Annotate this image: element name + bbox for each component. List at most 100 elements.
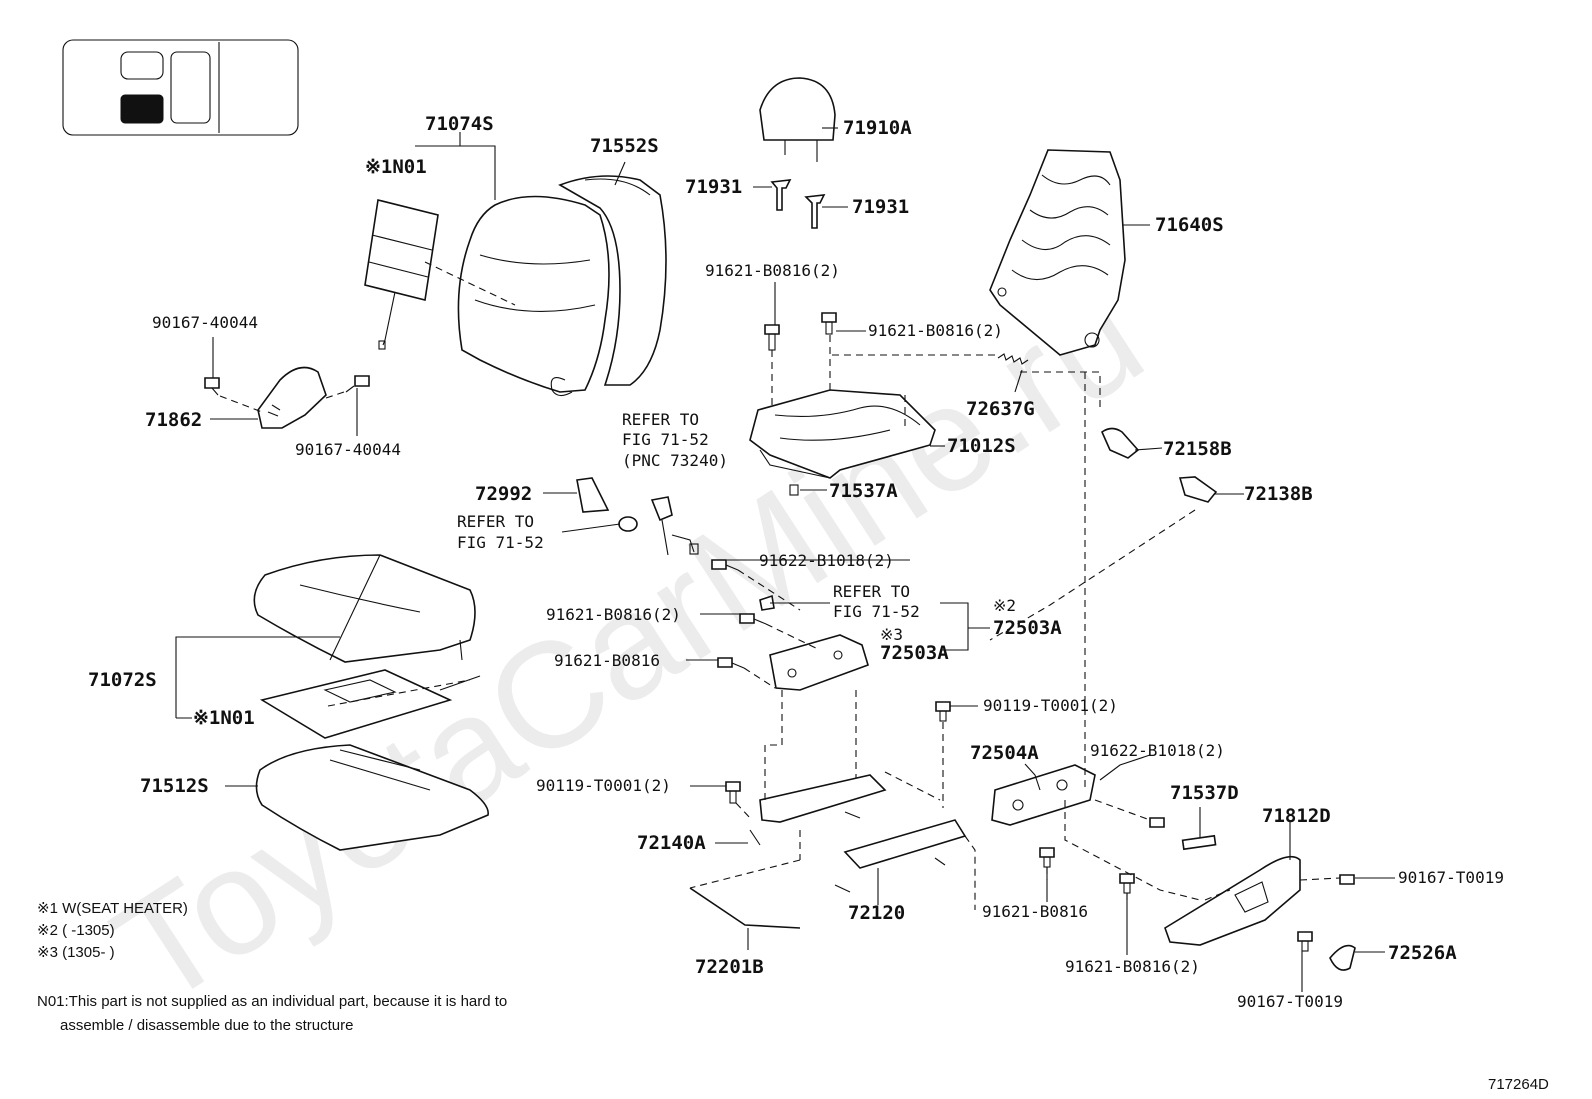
leader-lines [175,127,1395,992]
label-72503a-b: 72503A [880,642,949,664]
headrest-guide-left [770,179,792,211]
label-90119-t0001-a: 90119-T0001(2) [983,696,1118,715]
label-refer-fig-71-52-pnc-l3: (PNC 73240) [622,451,728,470]
label-72504a: 72504A [970,742,1039,764]
label-71072s: 71072S [88,669,157,691]
label-refer-fig-71-52-left-l2: FIG 71-52 [457,533,544,552]
bolt-91621-bottom-mid [1039,847,1055,868]
seat-heater-mat-back [364,199,439,350]
label-91622-b1018-b: 91622-B1018(2) [1090,741,1225,760]
label-91621-b0816-b: 91621-B0816(2) [868,321,1003,340]
label-n01-bottom: ※1N01 [193,707,255,729]
knob-72526a [1329,944,1356,971]
bolt-91621-mid [739,613,767,625]
bolt-91621-bottom-right [1119,873,1135,894]
bolt-91622-lower [1149,817,1165,828]
label-71862: 71862 [145,409,202,431]
seat-heater-mat-cushion [259,669,481,739]
screw-90167-right [345,375,370,393]
label-refer-fig-71-52-pnc-l2: FIG 71-52 [622,430,709,449]
buckle-cover-72992 [576,477,610,513]
screw-90167-t0019-upper [1339,874,1355,885]
cover-72158b [1101,427,1140,459]
label-mark-2: ※2 [993,596,1016,615]
headrest-guide-right [804,194,826,229]
label-71537d: 71537D [1170,782,1239,804]
label-91621-b0816-d: 91621-B0816 [554,651,660,670]
label-72158b: 72158B [1163,438,1232,460]
label-71931-a: 71931 [685,176,742,198]
label-72138b: 72138B [1244,483,1313,505]
bolt-90119-lower [725,781,741,804]
label-71512s: 71512S [140,775,209,797]
seat-adjuster-72503a [769,634,869,691]
label-91621-b0816-a: 91621-B0816(2) [705,261,840,280]
label-91622-b1018-a: 91622-B1018(2) [759,551,894,570]
wire-72201b [689,887,801,929]
label-72992: 72992 [475,483,532,505]
seatback-pad [558,175,667,386]
label-72120: 72120 [848,902,905,924]
bolt-91621-lower [717,657,745,669]
label-71931-b: 71931 [852,196,909,218]
bolt-90119-upper [935,701,951,722]
note-n01-line2: assemble / disassemble due to the struct… [60,1017,353,1034]
screw-90167-t0019-lower [1297,931,1313,952]
label-71552s: 71552S [590,135,659,157]
note-n01-line1: N01:This part is not supplied as an indi… [37,993,507,1010]
note-seat-heater: ※1 W(SEAT HEATER) [37,900,188,917]
seat-locator-key [62,39,299,136]
label-71537a: 71537A [829,480,898,502]
recliner-cover-inner [257,366,327,429]
label-72140a: 72140A [637,832,706,854]
label-91621-b0816-f: 91621-B0816(2) [1065,957,1200,976]
label-n01-top: ※1N01 [365,156,427,178]
label-91621-b0816-e: 91621-B0816 [982,902,1088,921]
label-91621-b0816-c: 91621-B0816(2) [546,605,681,624]
cover-72138b [1178,476,1218,503]
bolt-91621-top-right [821,312,837,335]
note-from-1305: ※3 (1305- ) [37,944,115,961]
clip-72503a-bracket [759,594,775,611]
bolt-91621-top-left [764,324,780,351]
label-71074s: 71074S [425,113,494,135]
label-90119-t0001-b: 90119-T0001(2) [536,776,671,795]
seat-track-72120 [834,819,967,893]
seat-cushion-pad [255,744,489,851]
return-spring [997,353,1029,365]
seat-belt-buckle [650,496,699,556]
label-90167-t0019-a: 90167-T0019 [1398,868,1504,887]
seatback-cover [457,195,610,397]
label-72503a-a: 72503A [993,617,1062,639]
note-until-1305: ※2 ( -1305) [37,922,115,939]
label-71640s: 71640S [1155,214,1224,236]
seat-side-cover-71812d [1164,855,1301,946]
headrest [759,77,836,162]
pin-71537d [1181,834,1217,851]
label-72201b: 72201B [695,956,764,978]
label-refer-fig-71-52-mid-l1: REFER TO [833,582,910,601]
label-refer-fig-71-52-pnc-l1: REFER TO [622,410,699,429]
seat-track-72140a [749,774,887,846]
label-90167-40044-a: 90167-40044 [152,313,258,332]
label-71910a: 71910A [843,117,912,139]
label-71012s: 71012S [947,435,1016,457]
seatback-frame [989,149,1126,356]
bolt-91622-upper [711,559,739,571]
label-90167-t0019-b: 90167-T0019 [1237,992,1343,1011]
label-90167-40044-b: 90167-40044 [295,440,401,459]
label-72526a: 72526A [1388,942,1457,964]
seat-cushion-frame [749,389,936,479]
seat-adjuster-72504a [991,764,1096,826]
label-71812d: 71812D [1262,805,1331,827]
seat-cushion-cover [253,554,476,663]
label-refer-fig-71-52-left-l1: REFER TO [457,512,534,531]
label-72637g: 72637G [966,398,1035,420]
grommet [618,516,638,532]
clip-71537a [789,484,799,496]
screw-90167-left [204,377,220,396]
label-refer-fig-71-52-mid-l2: FIG 71-52 [833,602,920,621]
figure-id: 717264D [1488,1076,1549,1093]
label-mark-3: ※3 [880,625,903,644]
